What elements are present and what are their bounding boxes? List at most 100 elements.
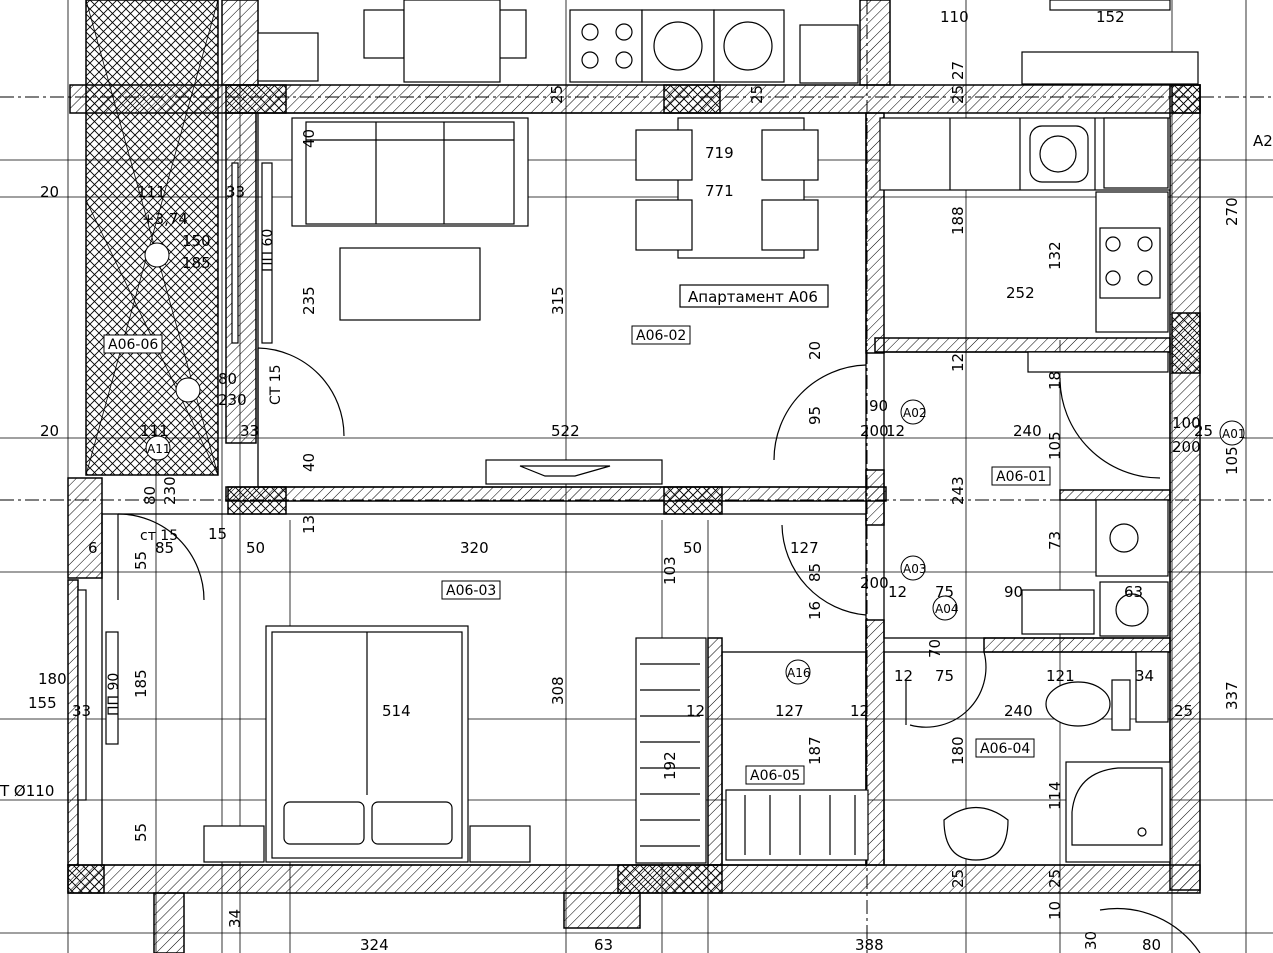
dim-25b: 25 bbox=[1194, 422, 1213, 440]
tag-st15b: ст 15 bbox=[140, 528, 178, 544]
bed bbox=[203, 625, 531, 863]
dim-152: 152 bbox=[1096, 8, 1125, 26]
dim-230: 230 bbox=[218, 391, 247, 409]
upper-fixtures bbox=[257, 0, 1199, 85]
dim-34: 34 bbox=[1135, 667, 1154, 685]
tag-a04: A04 bbox=[935, 602, 958, 616]
dim-105b: 105 bbox=[1223, 446, 1241, 475]
dim-55: 55 bbox=[132, 551, 150, 570]
dim-121: 121 bbox=[1046, 667, 1075, 685]
dim-150: 150 bbox=[182, 232, 211, 250]
dim-85: 85 bbox=[155, 539, 174, 557]
dim-13: 13 bbox=[300, 515, 318, 534]
dim-243: 243 bbox=[949, 476, 967, 505]
dim-111b: 111 bbox=[140, 422, 169, 440]
dim-15: 15 bbox=[208, 525, 227, 543]
room-a06-04: A06-04 bbox=[980, 741, 1030, 757]
room-a06-03: A06-03 bbox=[446, 583, 496, 599]
room-outlines bbox=[101, 112, 1171, 866]
dim-100: 100 bbox=[1172, 414, 1201, 432]
room-a06-01: A06-01 bbox=[996, 469, 1046, 485]
dim-180: 180 bbox=[949, 736, 967, 765]
dim-75b: 75 bbox=[935, 667, 954, 685]
dim-719: 719 bbox=[705, 144, 734, 162]
apartment-title: Апартамент А06 bbox=[688, 288, 818, 306]
dim-10: 10 bbox=[1046, 901, 1064, 920]
room-labels: Апартамент А06 A06-02 A06-01 A06-03 A06-… bbox=[103, 210, 1051, 785]
dim-a2: A2 bbox=[1253, 132, 1273, 150]
dim-33: 33 bbox=[226, 183, 245, 201]
dim-252: 252 bbox=[1006, 284, 1035, 302]
dim-25: 25 bbox=[1174, 702, 1193, 720]
tag-a02: A02 bbox=[903, 406, 926, 420]
dim-111: 111 bbox=[137, 183, 166, 201]
tag-a11: A11 bbox=[147, 442, 170, 456]
dim-16: 16 bbox=[806, 601, 824, 620]
dim-50: 50 bbox=[246, 539, 265, 557]
dim-12v: 12 bbox=[949, 353, 967, 372]
dim-63: 63 bbox=[1124, 583, 1143, 601]
dim-192: 192 bbox=[661, 751, 679, 780]
dim-25v4: 25 bbox=[949, 869, 967, 888]
dim-187: 187 bbox=[806, 736, 824, 765]
dim-40t: 40 bbox=[300, 129, 318, 148]
dim-12: 12 bbox=[888, 583, 907, 601]
dim-240b: 240 bbox=[1004, 702, 1033, 720]
tag-pp60: ПП 60 bbox=[260, 229, 276, 272]
door-swings bbox=[117, 347, 1201, 953]
dim-308: 308 bbox=[549, 676, 567, 705]
dim-20b: 20 bbox=[40, 422, 59, 440]
dim-25v2: 25 bbox=[748, 85, 766, 104]
dim-114: 114 bbox=[1046, 781, 1064, 810]
dim-90b: 90 bbox=[1004, 583, 1023, 601]
dim-132: 132 bbox=[1046, 241, 1064, 270]
dim-388: 388 bbox=[855, 936, 884, 953]
dim-200: 200 bbox=[860, 574, 889, 592]
dim-95: 95 bbox=[806, 406, 824, 425]
dim-20v: 20 bbox=[806, 341, 824, 360]
tag-a03: A03 bbox=[903, 562, 926, 576]
door-tag-labels: A02 A03 A04 A16 A11 A01 bbox=[147, 406, 1245, 680]
dim-25v1: 25 bbox=[548, 85, 566, 104]
tag-a01: A01 bbox=[1222, 427, 1245, 441]
dim-e30: 30 bbox=[1082, 931, 1100, 950]
dim-200c: 200 bbox=[1172, 438, 1201, 456]
dim-522: 522 bbox=[551, 422, 580, 440]
dim-63b: 63 bbox=[594, 936, 613, 953]
dim-127b: 127 bbox=[790, 539, 819, 557]
dim-320: 320 bbox=[460, 539, 489, 557]
kitchen bbox=[879, 117, 1171, 333]
dim-771: 771 bbox=[705, 182, 734, 200]
dim-110: 110 bbox=[940, 8, 969, 26]
window-tag-labels: ПП 60 ПП 90 СТ 15 ст 15 bbox=[106, 229, 284, 716]
tv-unit bbox=[485, 459, 663, 485]
dim-20: 20 bbox=[40, 183, 59, 201]
dim-80d: 80 bbox=[1142, 936, 1161, 953]
dim-270: 270 bbox=[1223, 197, 1241, 226]
dim-34v: 34 bbox=[226, 909, 244, 928]
dim-180: 180 bbox=[38, 670, 67, 688]
dim-40: 40 bbox=[300, 453, 318, 472]
dim-12e: 12 bbox=[894, 667, 913, 685]
dim-12d: 12 bbox=[850, 702, 869, 720]
dim-315: 315 bbox=[549, 286, 567, 315]
dim-18: 18 bbox=[1046, 371, 1064, 390]
dining-set bbox=[635, 117, 819, 259]
sofa bbox=[291, 117, 529, 227]
dim-127: 127 bbox=[775, 702, 804, 720]
dim-33c: 33 bbox=[72, 702, 91, 720]
tag-pp90: ПП 90 bbox=[106, 673, 122, 716]
dim-80v: 80 bbox=[141, 486, 159, 505]
dim-25v3: 25 bbox=[949, 85, 967, 104]
door-tags bbox=[144, 242, 1245, 685]
dim-80: 80 bbox=[218, 370, 237, 388]
dim-70: 70 bbox=[926, 639, 944, 658]
dim-12b: 12 bbox=[886, 422, 905, 440]
dimension-labels: 719 771 522 320 514 252 240 240 127 121 … bbox=[0, 8, 1273, 953]
dim-155: 155 bbox=[28, 694, 57, 712]
dim-85v: 85 bbox=[806, 563, 824, 582]
dim-324: 324 bbox=[360, 936, 389, 953]
dim-188: 188 bbox=[949, 206, 967, 235]
